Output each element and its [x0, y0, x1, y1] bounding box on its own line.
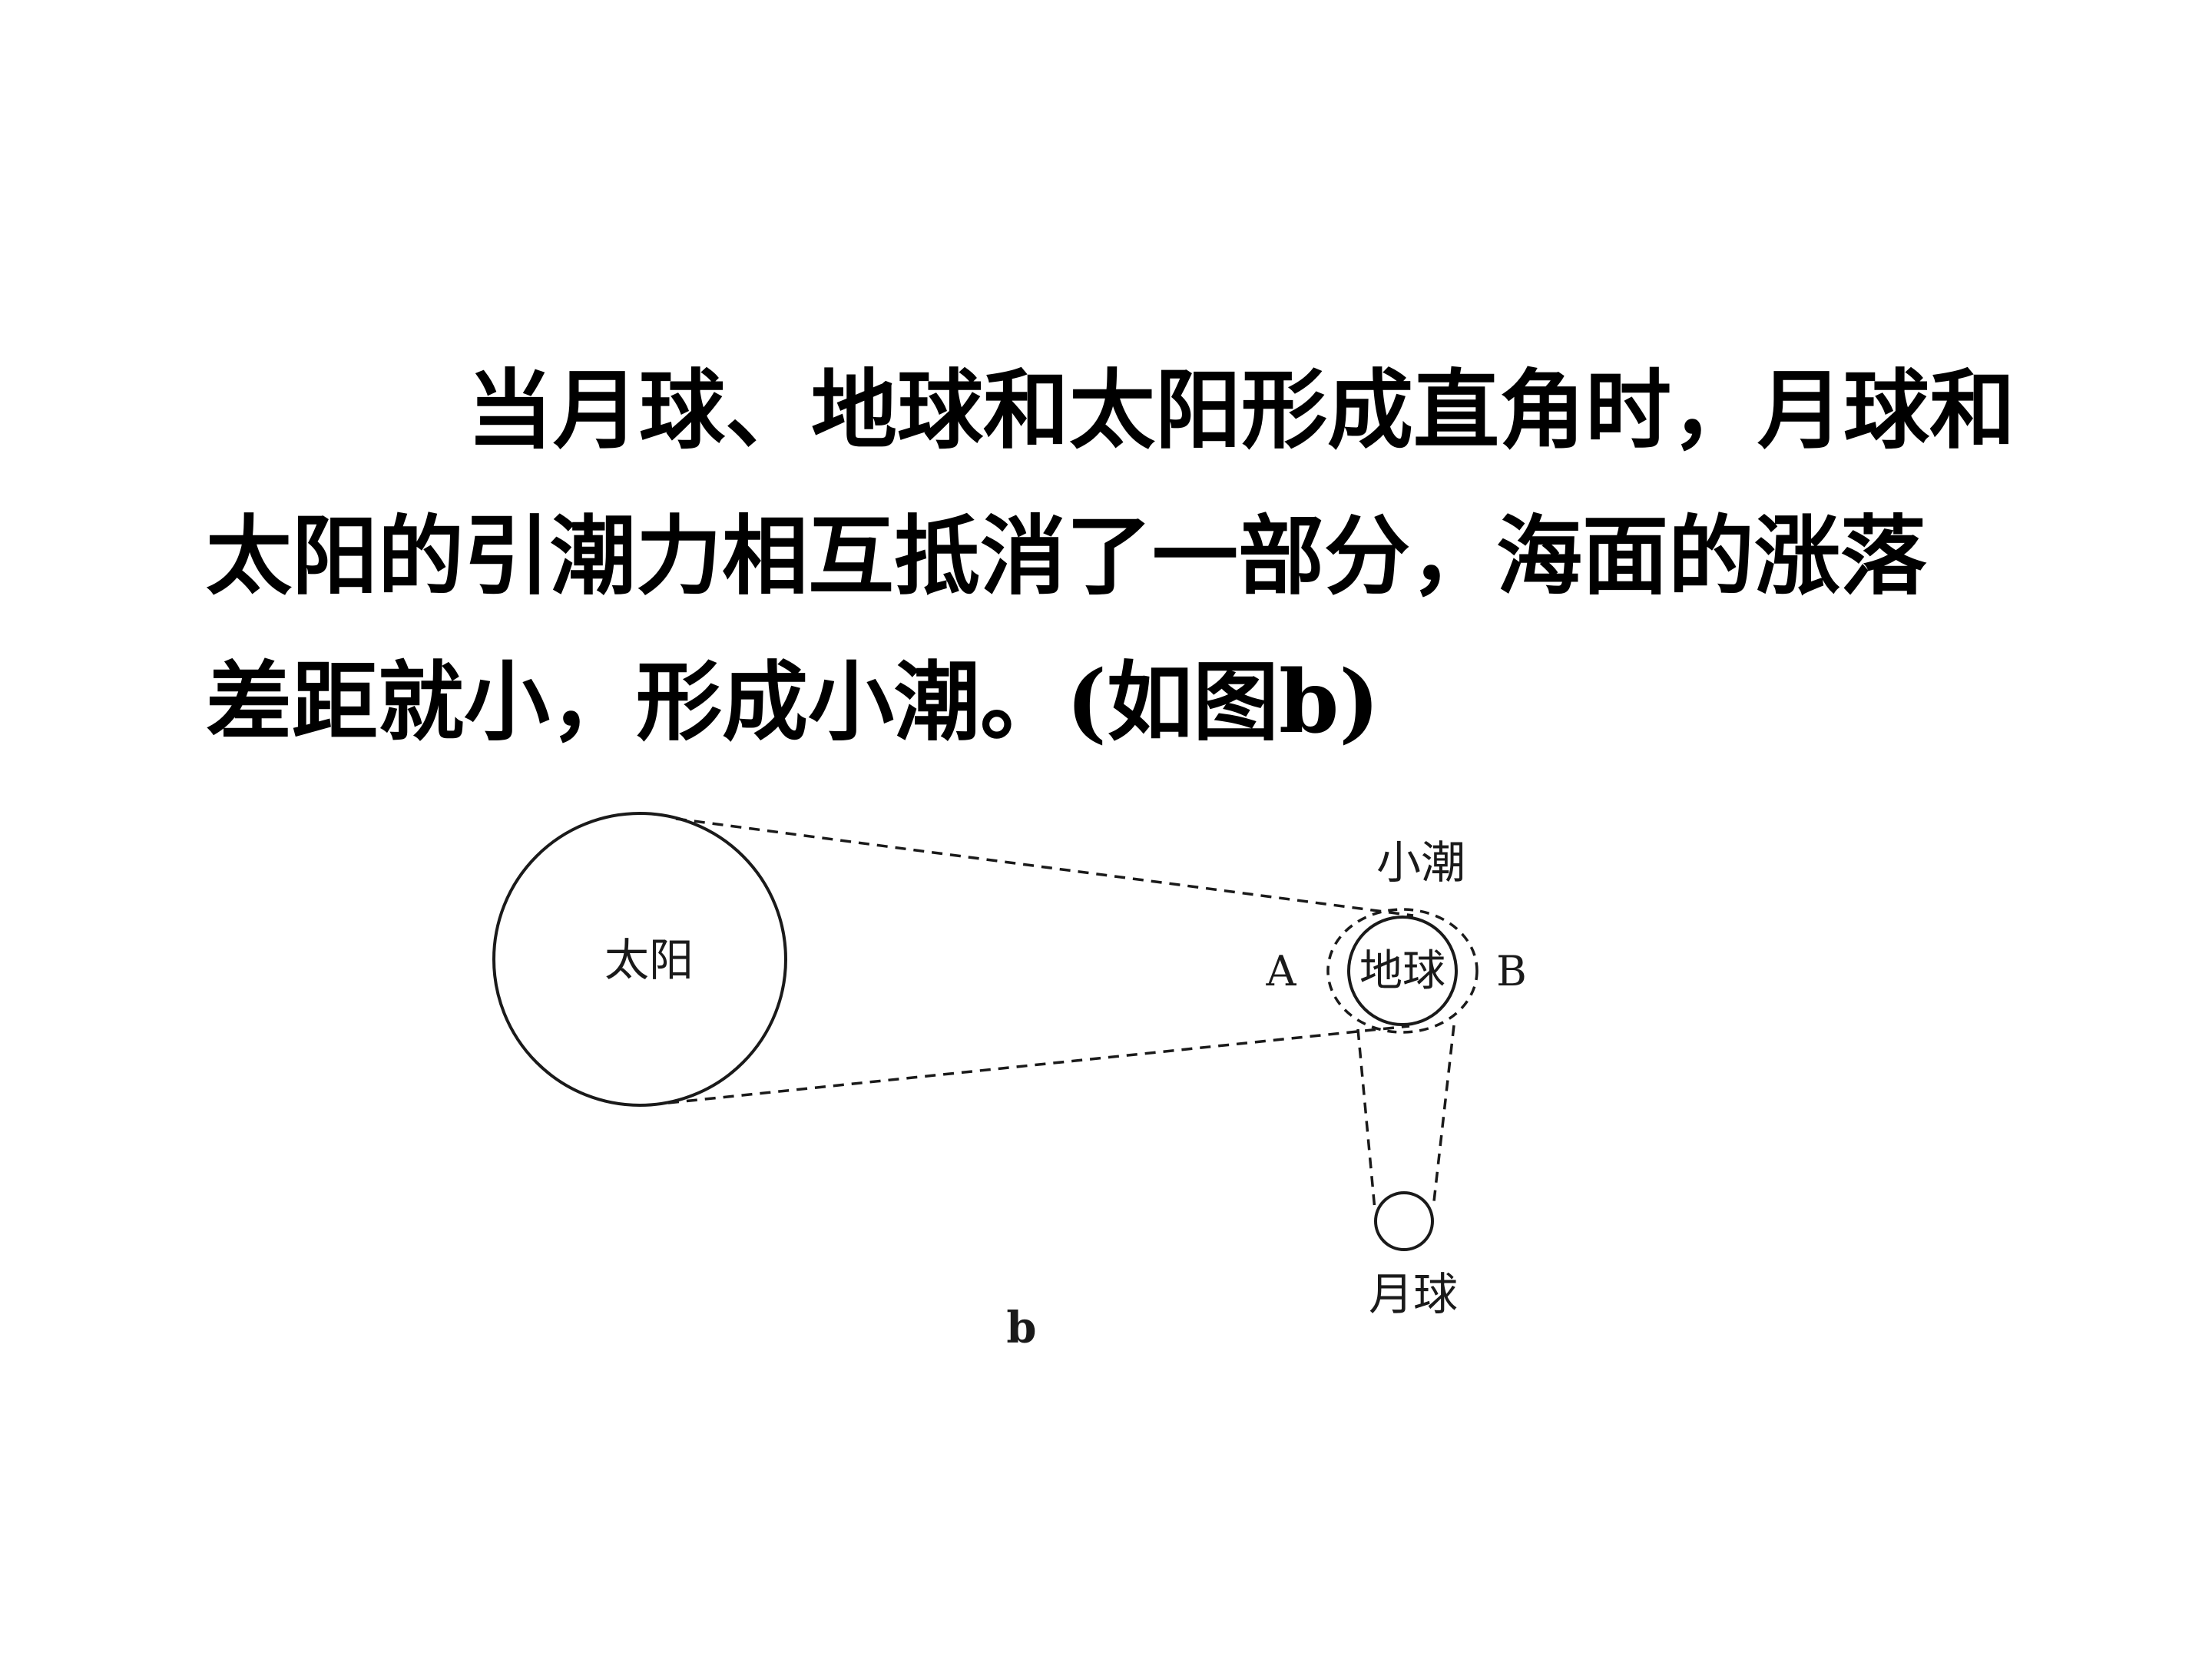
earth-moon-left-dashed-line: [1356, 1028, 1376, 1210]
earth-label: 地球: [1359, 946, 1445, 996]
point-a-label: A: [1266, 947, 1297, 995]
tidal-bulge-ellipse: [1326, 908, 1479, 1034]
sun-earth-lower-dashed-line: [667, 1025, 1410, 1104]
moon-circle: [1374, 1191, 1434, 1251]
neap-tide-label: 小潮: [1376, 836, 1465, 889]
moon-label: 月球: [1369, 1268, 1458, 1320]
sun-label: 太阳: [604, 934, 694, 986]
earth-circle: [1347, 916, 1458, 1026]
earth-moon-right-dashed-line: [1432, 1025, 1455, 1209]
body-paragraph: 当月球、地球和太阳形成直角时，月球和 太阳的引潮力相互抵消了一部分，海面的涨落 …: [206, 338, 2065, 776]
point-b-label: B: [1496, 947, 1527, 995]
paragraph-line-2: 太阳的引潮力相互抵消了一部分，海面的涨落: [206, 506, 1926, 607]
paragraph-line-3: 差距就小，形成小潮。(如图b): [206, 652, 1380, 753]
sun-earth-upper-dashed-line: [675, 817, 1414, 917]
figure-caption: b: [1006, 1303, 1036, 1353]
paragraph-line-1: 当月球、地球和太阳形成直角时，月球和: [467, 360, 2015, 461]
sun-circle: [492, 812, 787, 1107]
